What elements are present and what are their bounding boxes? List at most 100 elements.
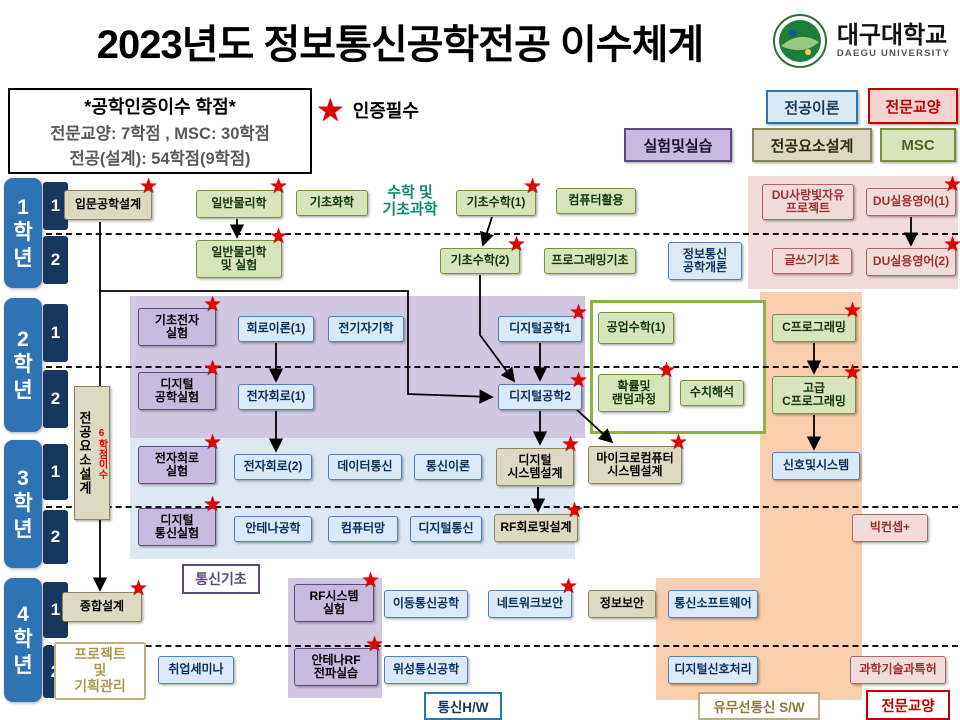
semester-separator-line xyxy=(46,233,958,235)
certification-star-icon: ★ xyxy=(943,173,960,196)
course-label: 기초화학 xyxy=(309,195,355,210)
course-label: 디지털 시스템설계 xyxy=(507,452,563,480)
computer-applications: 컴퓨터활용 xyxy=(556,188,636,214)
big-concept-plus: 빅컨셉+ xyxy=(852,514,928,542)
course-label: 기초전자 실험 xyxy=(154,312,200,340)
course-label: 안테나공학 xyxy=(245,521,301,536)
certification-star-icon: ★ xyxy=(269,175,288,198)
legend-experiment-practice: 실험및실습 xyxy=(624,128,732,162)
track-label-liberal: 전문교양 xyxy=(866,690,950,720)
legend-liberal-arts: 전문교양 xyxy=(868,88,958,124)
certification-star-icon: ★ xyxy=(669,431,688,454)
track-label-comm-hw: 통신H/W xyxy=(424,692,502,720)
rf-circuit-design: RF회로및설계★ xyxy=(494,500,584,542)
course-label: DU실용영어(1) xyxy=(872,194,950,209)
information-security: 정보보안 xyxy=(588,590,656,618)
course-label: 컴퓨터망 xyxy=(340,521,386,536)
semester-label: 1 xyxy=(43,182,68,230)
project-and-planning: 프로젝트 및 기획관리 xyxy=(54,642,146,700)
basic-math-2: 기초수학(2)★ xyxy=(440,234,526,274)
digital-communication: 디지털통신 xyxy=(410,516,482,542)
course-label: 취업세미나 xyxy=(168,662,224,677)
certification-star-icon: ★ xyxy=(139,175,158,198)
communication-theory: 통신이론 xyxy=(414,454,482,480)
certification-star-icon: ★ xyxy=(561,433,580,456)
credit-info-line2: 전문교양: 7학점 , MSC: 30학점 xyxy=(50,125,270,143)
course-label: 일반물리학 및 실험 xyxy=(211,244,267,272)
course-label: 일반물리학 xyxy=(211,196,267,211)
electronic-circuits-2: 전자회로(2) xyxy=(234,454,312,480)
course-label: 디지털공학2 xyxy=(509,389,571,404)
certification-star-icon: ★ xyxy=(361,569,380,592)
c-programming: C프로그래밍★ xyxy=(772,300,862,342)
semester-label: 2 xyxy=(43,510,68,564)
math-basic-science-note: 수학 및 기초과학 xyxy=(382,183,438,218)
engineering-math-1: 공업수학(1) xyxy=(598,312,674,344)
course-label: 전자회로(1) xyxy=(246,389,306,404)
course-label: 공업수학(1) xyxy=(606,320,666,335)
legend-major-theory: 전공이론 xyxy=(766,90,858,124)
course-label: 고급 C프로그래밍 xyxy=(782,380,846,408)
network-security: 네트워크보안★ xyxy=(488,576,578,618)
semester-label: 2 xyxy=(43,236,68,284)
university-name-en: DAEGU UNIVERSITY xyxy=(836,47,950,59)
antenna-rf-practice: 안테나RF 전파실습★ xyxy=(294,634,384,686)
certification-star-icon: ★ xyxy=(203,431,222,454)
course-label: 네트워크보안 xyxy=(496,596,564,611)
semester-label: 1 xyxy=(43,444,68,500)
course-label: 전자회로 실험 xyxy=(154,450,200,478)
du-practical-english-2: DU실용영어(2)★ xyxy=(866,234,960,276)
legend-major-element-design: 전공요소설계 xyxy=(752,128,872,162)
certification-star-icon: ★ xyxy=(569,369,588,392)
digital-communication-lab: 디지털 통신실험★ xyxy=(138,494,222,546)
basic-electronics-lab: 기초전자 실험★ xyxy=(138,294,222,346)
capstone-design: 종합설계 ★ xyxy=(62,578,148,622)
six-credit-note: 6학점이수 xyxy=(96,427,107,479)
course-label: 디지털신호처리 xyxy=(674,662,752,677)
year-label: 4 학 년 xyxy=(4,578,42,702)
communication-basics-tag: 통신기초 xyxy=(182,564,260,594)
semester-separator-line xyxy=(46,366,958,368)
course-label: 위성통신공학 xyxy=(392,662,460,677)
course-label: 프로젝트 및 기획관리 xyxy=(74,646,126,694)
career-seminar: 취업세미나 xyxy=(158,656,234,684)
course-label: 통신이론 xyxy=(425,459,471,474)
du-love-light-freedom-project: DU사랑빛자유 프로젝트 xyxy=(762,184,854,220)
credit-info-line3: 전공(설계): 54학점(9학점) xyxy=(69,150,251,168)
signals-and-systems: 신호및시스템 xyxy=(772,452,860,480)
basic-writing: 글쓰기기초 xyxy=(772,248,852,274)
digital-engineering-1: 디지털공학1★ xyxy=(498,302,588,342)
course-label: 기초수학(1) xyxy=(466,195,526,210)
semester-separator-line xyxy=(46,506,958,508)
course-label: 디지털공학1 xyxy=(509,321,571,336)
certification-star-icon: ★ xyxy=(365,633,384,656)
mobile-communication: 이동통신공학 xyxy=(384,590,468,618)
data-communication: 데이터통신 xyxy=(328,454,402,480)
digital-system-design: 디지털 시스템설계★ xyxy=(496,434,580,486)
credit-info-title: *공학인증이수 학점* xyxy=(84,97,236,117)
course-label: 마이크로컴퓨터 시스템설계 xyxy=(596,450,674,478)
electromagnetics: 전기자기학 xyxy=(328,316,404,342)
course-label: 종합설계 xyxy=(79,599,125,614)
legend-msc: MSC xyxy=(880,128,956,162)
certification-star-icon: ★ xyxy=(203,293,222,316)
certification-star-icon: ★ xyxy=(507,233,526,256)
certification-star-icon: ★ xyxy=(129,577,148,600)
course-label: 데이터통신 xyxy=(337,459,393,474)
year-label: 3 학 년 xyxy=(4,440,42,568)
electronic-circuits-lab: 전자회로 실험★ xyxy=(138,432,222,484)
course-label: 디지털 통신실험 xyxy=(154,512,200,540)
course-label: 과학기술과특허 xyxy=(859,662,937,677)
course-label: 컴퓨터활용 xyxy=(568,193,624,208)
course-label: 신호및시스템 xyxy=(782,458,850,473)
certification-star-icon: ★ xyxy=(843,361,862,384)
certification-star-icon: ★ xyxy=(565,499,584,522)
digital-signal-processing: 디지털신호처리 xyxy=(668,656,758,684)
major-element-design-requirement: 전공요소설계 6학점이수 xyxy=(74,386,110,520)
microcomputer-system-design: 마이크로컴퓨터 시스템설계★ xyxy=(588,432,688,484)
certification-star-icon: ★ xyxy=(203,357,222,380)
course-label: DU사랑빛자유 프로젝트 xyxy=(771,187,845,215)
certification-star-icon: ★ xyxy=(569,301,588,324)
circuit-theory-1: 회로이론(1) xyxy=(238,316,314,342)
